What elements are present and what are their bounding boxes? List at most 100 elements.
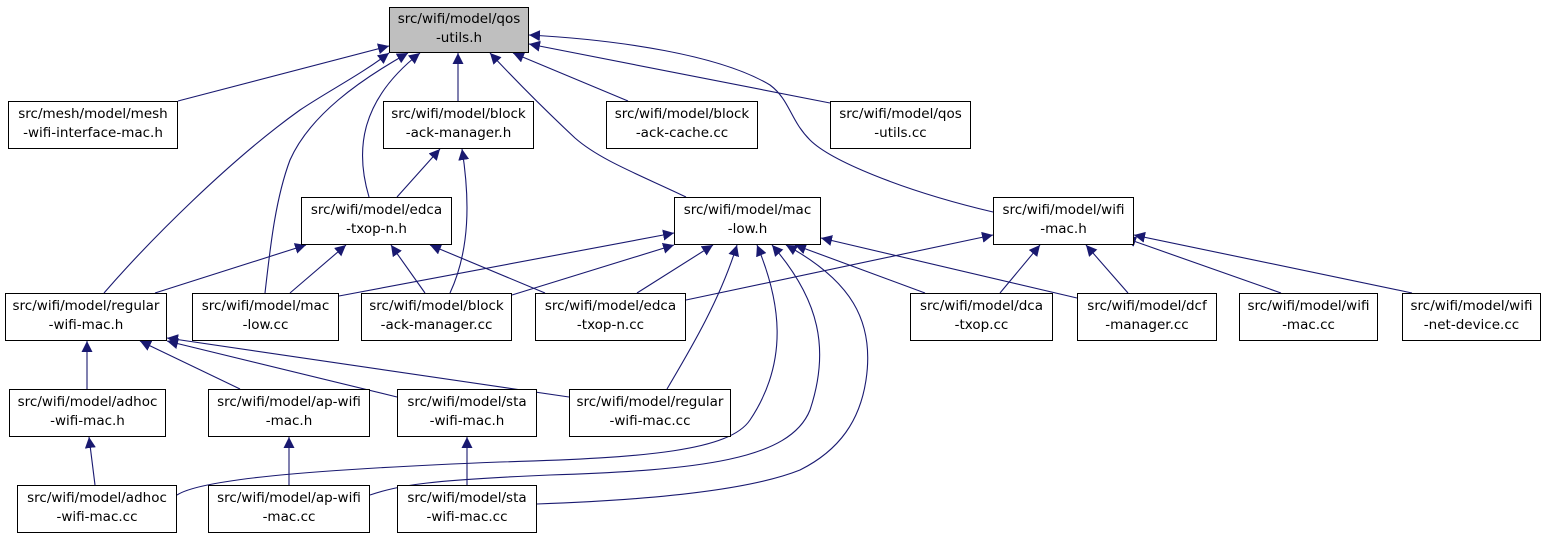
node-label-line: -utils.h [435,30,483,46]
node-label-line: -ack-manager.h [405,125,512,141]
node-block-ack-manager-cc[interactable]: src/wifi/model/block -ack-manager.cc [361,293,512,341]
node-regular-wifi-mac-h[interactable]: src/wifi/model/regular -wifi-mac.h [5,293,167,341]
node-label-line: src/wifi/model/wifi [1247,298,1370,314]
edge-block-ack-manager-cc-to-edca-txop-n-h [390,244,426,294]
edge-regular-wifi-mac-h-to-qos-utils-h [103,52,390,294]
node-edca-txop-n-h[interactable]: src/wifi/model/edca -txop-n.h [301,197,452,245]
node-label-line: src/wifi/model/dca [920,298,1043,314]
node-dca-txop-cc[interactable]: src/wifi/model/dca-txop.cc [910,293,1053,341]
node-label-line: src/wifi/model/wifi [1410,298,1533,314]
edge-regular-wifi-mac-cc-to-mac-low-h [666,244,740,390]
node-label-line: src/wifi/model/sta [407,490,527,506]
node-wifi-net-device-cc[interactable]: src/wifi/model/wifi -net-device.cc [1402,293,1541,341]
node-wifi-mac-h[interactable]: src/wifi/model/wifi -mac.h [993,197,1134,245]
edge-dca-txop-cc-to-wifi-mac-h [999,244,1041,294]
node-ap-wifi-mac-h[interactable]: src/wifi/model/ap-wifi -mac.h [208,389,370,437]
node-label-line: src/wifi/model/sta [407,394,527,410]
node-wifi-mac-cc[interactable]: src/wifi/model/wifi -mac.cc [1239,293,1378,341]
node-label-line: -net-device.cc [1423,317,1520,333]
node-sta-wifi-mac-h[interactable]: src/wifi/model/sta -wifi-mac.h [397,389,537,437]
edge-sta-wifi-mac-cc-to-mac-low-h [536,244,869,505]
node-label-line: src/wifi/model/adhoc [27,490,167,506]
node-dcf-manager-cc[interactable]: src/wifi/model/dcf -manager.cc [1077,293,1217,341]
edge-dcf-manager-cc-to-mac-low-h [820,235,1078,299]
edge-block-ack-manager-cc-to-mac-low-h [511,242,675,296]
node-adhoc-wifi-mac-cc[interactable]: src/wifi/model/adhoc -wifi-mac.cc [17,485,177,533]
node-block-ack-cache-cc[interactable]: src/wifi/model/block -ack-cache.cc [606,101,758,149]
node-label-line: src/wifi/model/adhoc [17,394,158,410]
edge-edca-txop-n-h-to-block-ack-manager-h [396,148,441,198]
edge-ap-wifi-mac-cc-to-mac-low-h [369,244,821,496]
node-label-line: src/wifi/model/mac [683,202,812,218]
node-label-line: -mac.h [265,413,313,429]
node-label-line: -mac.cc [1282,317,1335,333]
edge-wifi-net-device-cc-to-wifi-mac-h [1133,231,1413,294]
node-label-line: src/wifi/model/qos [397,11,521,27]
node-label-line: src/mesh/model/mesh [18,106,168,122]
edge-dcf-manager-cc-to-wifi-mac-h [1085,244,1129,294]
edge-sta-wifi-mac-h-to-regular-wifi-mac-h [166,338,398,398]
node-mesh-wifi-interface-mac-h[interactable]: src/mesh/model/mesh -wifi-interface-mac.h [8,101,178,149]
node-label-line: -mac.cc [262,509,316,525]
edge-edca-txop-n-h-to-qos-utils-h [361,52,421,198]
node-qos-utils-cc[interactable]: src/wifi/model/qos -utils.cc [830,101,971,149]
node-label-line: -low.cc [242,317,289,333]
node-adhoc-wifi-mac-h[interactable]: src/wifi/model/adhoc -wifi-mac.h [9,389,166,437]
node-label-line: -wifi-mac.h [48,317,124,333]
edge-mac-low-cc-to-edca-txop-n-h [289,244,347,294]
node-label-line: -txop-n.cc [576,317,645,333]
node-label-line: -wifi-interface-mac.h [23,125,163,141]
node-label-line: -utils.cc [874,125,927,141]
edge-ap-wifi-mac-h-to-regular-wifi-mac-h [139,340,241,390]
node-label-line: src/wifi/model/mac [201,298,330,314]
node-label-line: src/wifi/model/regular [12,298,160,314]
node-label-line: src/wifi/model/block [391,106,526,122]
edge-edca-txop-n-cc-to-edca-txop-n-h [429,244,546,294]
node-label-line: src/wifi/model/regular [576,394,724,410]
edge-edca-txop-n-cc-to-mac-low-h [636,244,714,294]
node-label-line: -ack-cache.cc [635,125,729,141]
node-label-line: -mac.h [1040,221,1087,237]
node-label-line: -wifi-mac.h [429,413,505,429]
node-label-line: -wifi-mac.cc [609,413,691,429]
node-ap-wifi-mac-cc[interactable]: src/wifi/model/ap-wifi -mac.cc [208,485,370,533]
node-label-line: src/wifi/model/ap-wifi [217,490,361,506]
node-label-line: src/wifi/model/block [614,106,750,122]
edge-mac-low-cc-to-qos-utils-h [264,52,409,294]
edge-block-ack-manager-cc-to-block-ack-manager-h [449,148,470,294]
edge-mac-low-cc-to-mac-low-h [338,229,675,297]
node-label-line: src/wifi/model/block [369,298,504,314]
edge-edca-txop-n-cc-to-wifi-mac-h [685,231,994,301]
node-label-line: src/wifi/model/qos [839,106,962,122]
edge-regular-wifi-mac-h-to-edca-txop-n-h [154,243,307,294]
node-mac-low-cc[interactable]: src/wifi/model/mac -low.cc [192,293,339,341]
edge-mac-low-h-to-qos-utils-h [489,52,687,198]
node-label-line: -low.h [727,221,768,237]
edge-dca-txop-cc-to-mac-low-h [794,243,926,294]
node-label-line: src/wifi/model/ap-wifi [217,394,361,410]
node-qos-utils-h[interactable]: src/wifi/model/qos -utils.h [389,7,529,53]
node-sta-wifi-mac-cc[interactable]: src/wifi/model/sta -wifi-mac.cc [397,485,537,533]
node-label-line: -manager.cc [1105,317,1189,333]
node-mac-low-h[interactable]: src/wifi/model/mac -low.h [674,197,821,245]
node-label-line: -txop-n.h [346,221,407,237]
edge-block-ack-cache-cc-to-qos-utils-h [512,52,629,102]
edge-wifi-mac-cc-to-wifi-mac-h [1124,236,1282,294]
edge-adhoc-wifi-mac-cc-to-mac-low-h [176,244,778,496]
node-label-line: src/wifi/model/dcf [1087,298,1207,314]
node-label-line: src/wifi/model/edca [310,202,443,218]
node-label-line: -wifi-mac.cc [426,509,508,525]
node-regular-wifi-mac-cc[interactable]: src/wifi/model/regular -wifi-mac.cc [569,389,731,437]
node-label-line: src/wifi/model/edca [544,298,677,314]
node-label-line: -wifi-mac.cc [56,509,138,525]
edge-regular-wifi-mac-cc-to-regular-wifi-mac-h [166,334,570,398]
edge-wifi-mac-h-to-qos-utils-h [528,30,994,213]
edge-adhoc-wifi-mac-cc-to-adhoc-wifi-mac-h [84,436,96,486]
edge-mesh-wifi-interface-mac-h-to-qos-utils-h [177,43,390,102]
node-block-ack-manager-h[interactable]: src/wifi/model/block -ack-manager.h [383,101,534,149]
node-label-line: -ack-manager.cc [380,317,493,333]
node-label-line: -wifi-mac.h [50,413,125,429]
node-edca-txop-n-cc[interactable]: src/wifi/model/edca -txop-n.cc [535,293,686,341]
node-label-line: src/wifi/model/wifi [1002,202,1125,218]
